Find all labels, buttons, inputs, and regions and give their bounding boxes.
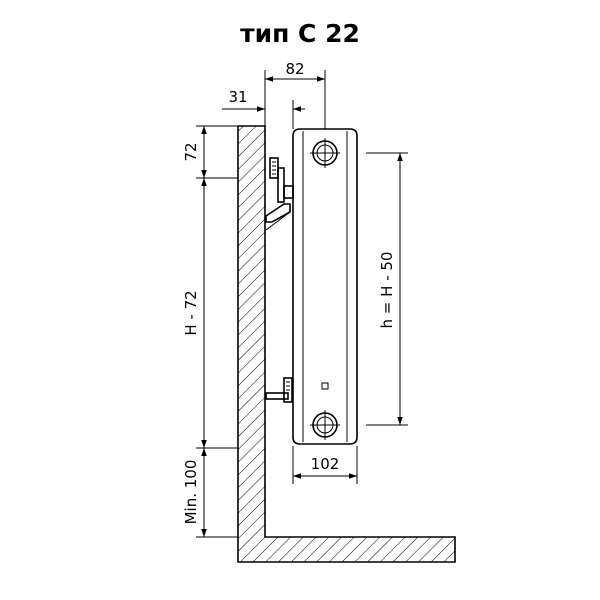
upper-bracket-icon	[265, 157, 294, 231]
dimension-bottom-width: 102	[292, 446, 358, 484]
dimension-left-chain: 72 H - 72 Min. 100	[182, 125, 238, 538]
dimension-label-depth-top: 82	[285, 60, 304, 78]
top-connection-icon	[310, 138, 340, 168]
dimension-label-bottom-width: 102	[311, 455, 340, 473]
dimension-wall-gap: 31	[222, 88, 305, 129]
dimension-label-floor-gap: Min. 100	[182, 460, 200, 525]
lower-bracket-icon	[265, 377, 293, 403]
vent-plug-icon	[321, 382, 329, 390]
diagram-title: тип С 22	[240, 19, 360, 48]
radiator	[292, 128, 358, 445]
dimension-depth-top: 82	[264, 60, 326, 129]
dimension-label-axis-distance: h = H - 50	[378, 252, 396, 329]
dimension-label-wall-gap: 31	[228, 88, 247, 106]
bottom-connection-icon	[310, 410, 340, 440]
dimension-axis-distance: h = H - 50	[366, 152, 408, 426]
dimension-label-top-offset: 72	[182, 142, 200, 161]
dimension-label-height-section: H - 72	[182, 290, 200, 335]
